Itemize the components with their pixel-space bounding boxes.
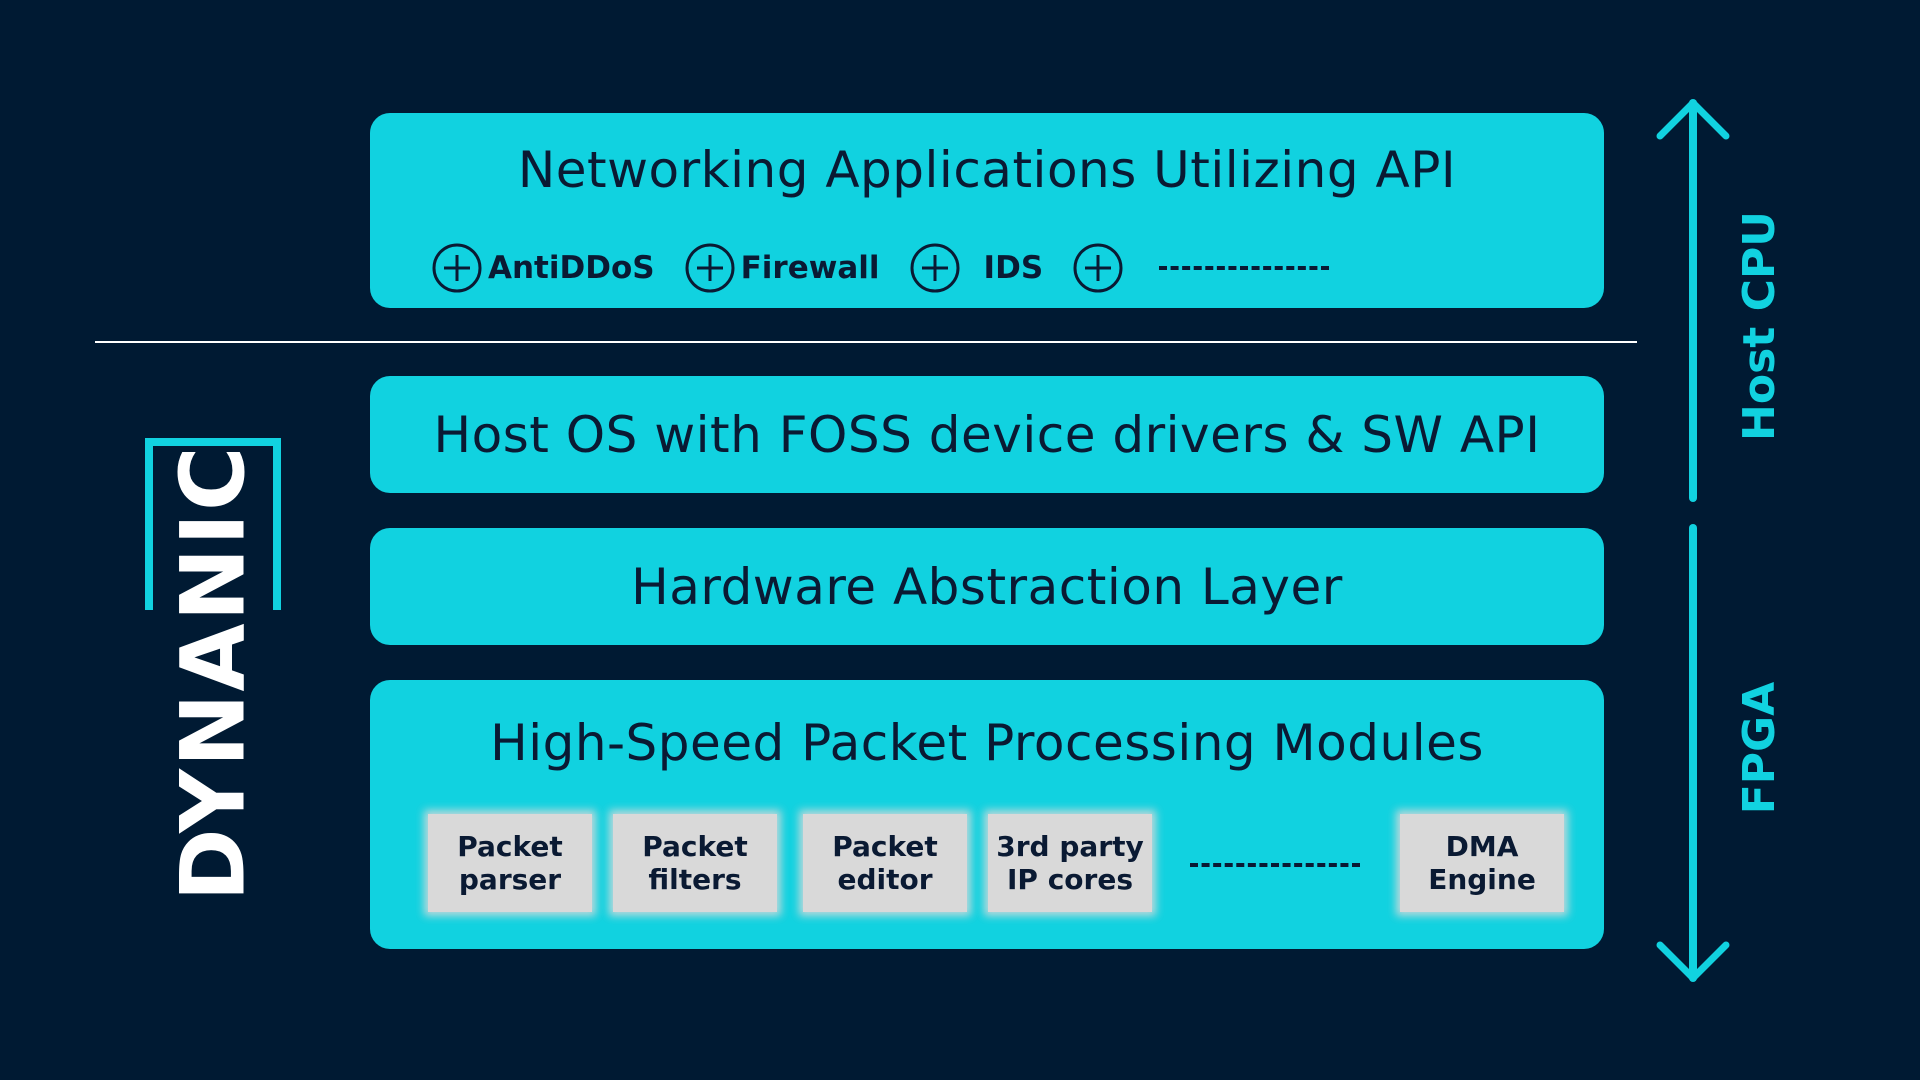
hal-layer: Hardware Abstraction Layer: [370, 528, 1604, 645]
module-line: parser: [458, 863, 562, 896]
host-fpga-arrow: [1656, 99, 1730, 982]
module-line: filters: [648, 863, 742, 896]
fpga-label: FPGA: [1734, 681, 1785, 815]
module-line: editor: [837, 863, 933, 896]
module-line: IP cores: [1007, 863, 1133, 896]
modules-layer-title: High-Speed Packet Processing Modules: [490, 714, 1484, 772]
modules-layer: High-Speed Packet Processing Modules Pac…: [370, 680, 1604, 949]
host-os-layer-title: Host OS with FOSS device drivers & SW AP…: [433, 406, 1541, 464]
app-label-antiddos: AntiDDoS: [488, 250, 655, 286]
applications-row: AntiDDoS Firewall IDS: [432, 240, 1359, 296]
logo-text: DYNANIC: [161, 444, 265, 902]
app-antiddos: AntiDDoS: [432, 243, 655, 293]
host-divider-line: [95, 341, 1637, 343]
more-modules-dashes: [1190, 863, 1360, 867]
plus-circle-icon: [910, 243, 960, 293]
host-cpu-label: Host CPU: [1734, 211, 1785, 441]
module-line: Packet: [832, 830, 938, 863]
app-ids: IDS: [910, 243, 1044, 293]
module-line: DMA: [1445, 830, 1519, 863]
app-firewall: Firewall: [685, 243, 880, 293]
host-os-layer: Host OS with FOSS device drivers & SW AP…: [370, 376, 1604, 493]
module-line: Packet: [642, 830, 748, 863]
more-apps-dashes: [1159, 266, 1330, 270]
plus-circle-icon: [432, 243, 482, 293]
module-line: Engine: [1428, 863, 1536, 896]
applications-layer-title: Networking Applications Utilizing API: [517, 141, 1457, 199]
applications-layer: Networking Applications Utilizing API An…: [370, 113, 1604, 308]
module-line: 3rd party: [996, 830, 1144, 863]
app-label-firewall: Firewall: [740, 250, 880, 286]
plus-circle-icon: [685, 243, 735, 293]
hal-layer-title: Hardware Abstraction Layer: [631, 558, 1343, 616]
logo-bracket: [145, 438, 281, 610]
module-line: Packet: [457, 830, 563, 863]
plus-circle-icon: [1073, 243, 1123, 293]
app-more: [1073, 243, 1330, 293]
app-label-ids: IDS: [983, 250, 1044, 286]
